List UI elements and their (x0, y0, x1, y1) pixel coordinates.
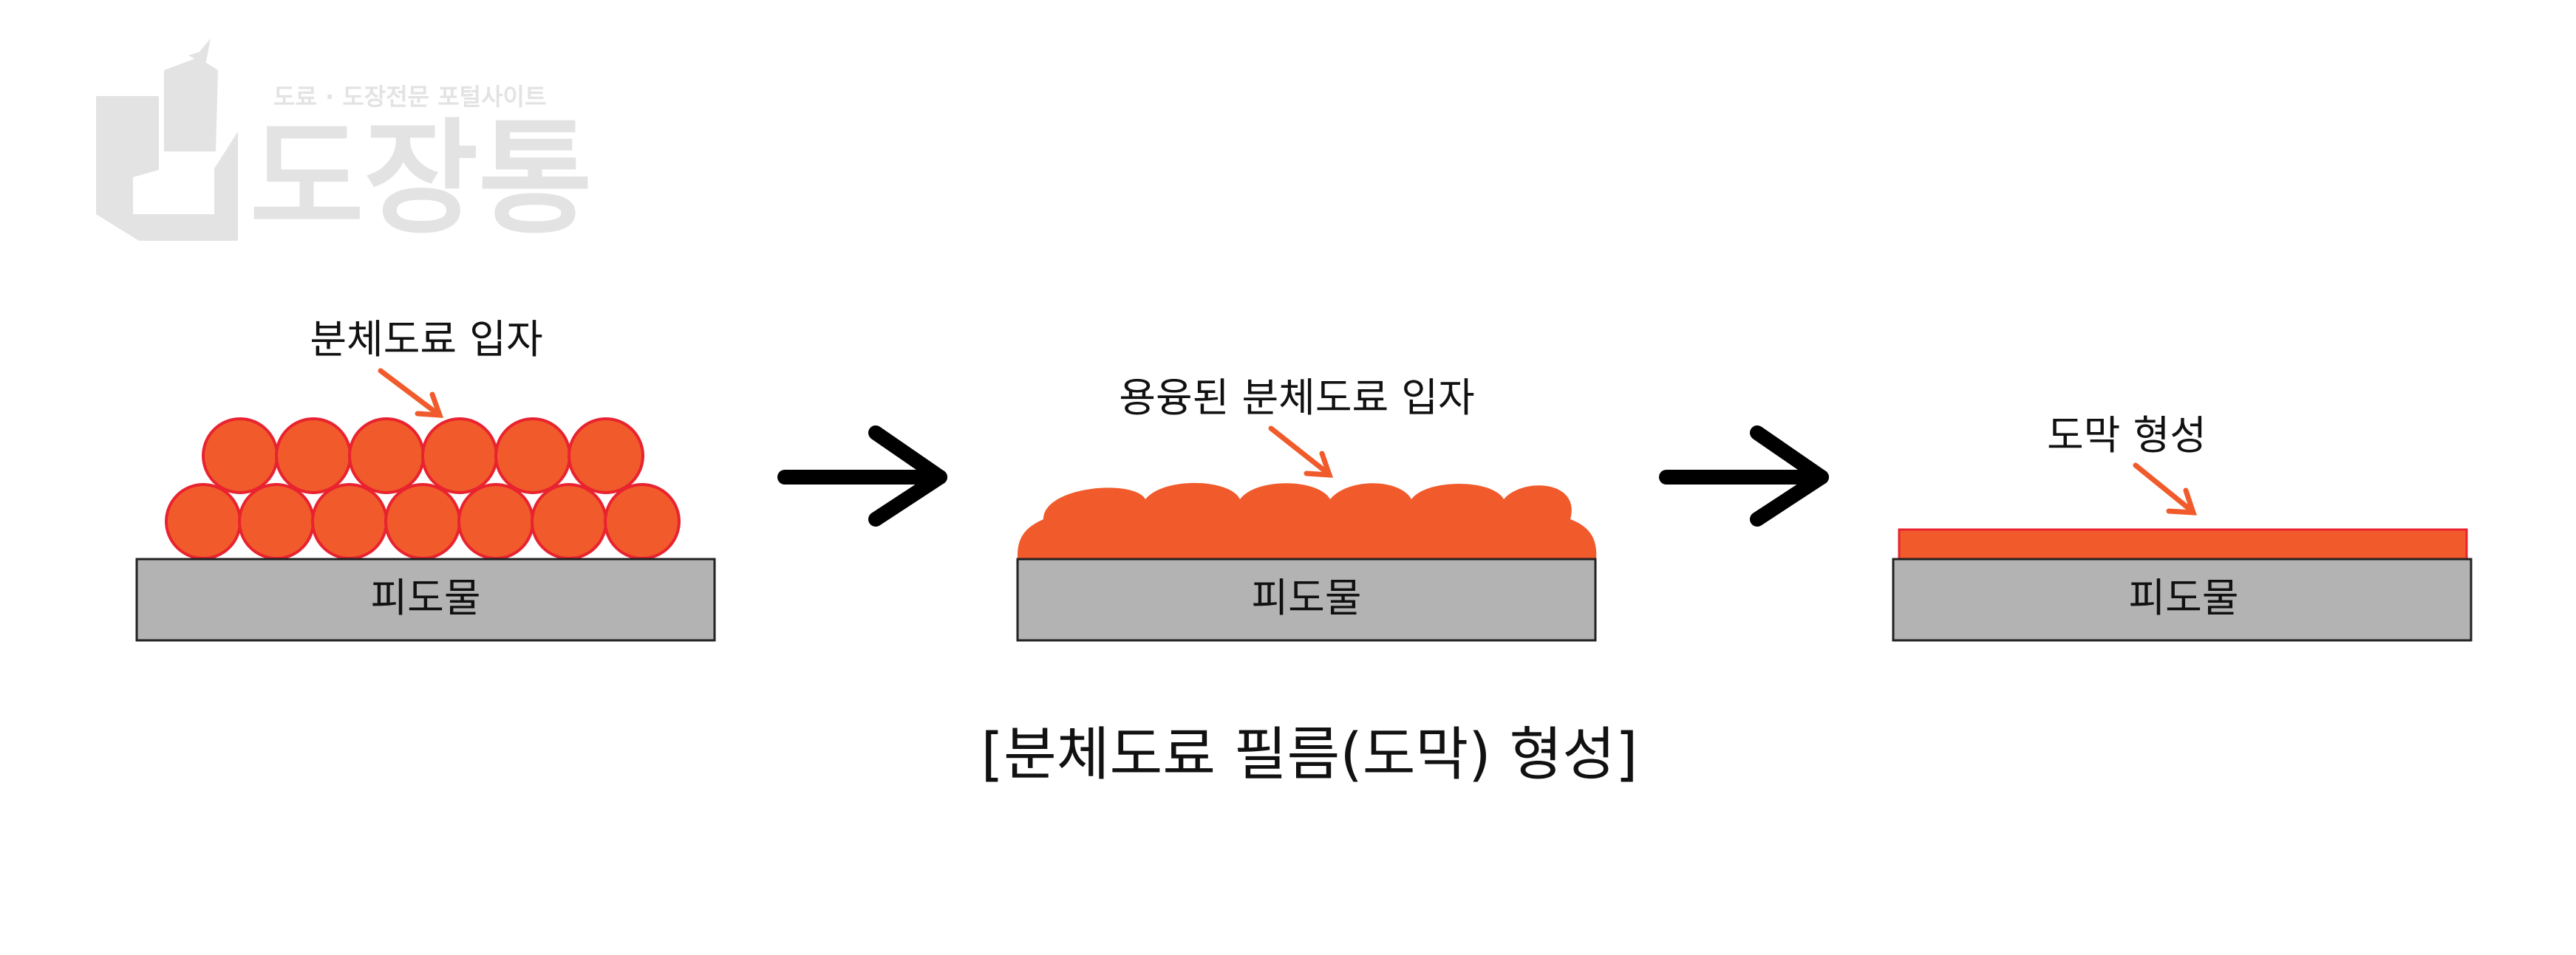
powder-particle (604, 483, 681, 560)
stage-3-substrate (1892, 558, 2473, 642)
stage-3-pointer-arrow (2133, 462, 2197, 516)
powder-particle (494, 417, 571, 494)
stage-1-pointer-arrow (378, 368, 444, 418)
stage-1-label: 분체도료 입자 (310, 316, 542, 363)
stage-1-substrate (135, 558, 716, 642)
stage-film-formed: 도막 형성 피도물 (1892, 412, 2473, 642)
watermark-tagline: 도료 · 도장전문 포털사이트 (273, 83, 546, 111)
powder-particle (165, 483, 242, 560)
powder-particle (531, 483, 607, 560)
powder-particle (348, 417, 425, 494)
stage-melted-particles: 용융된 분체도료 입자 피도물 (1016, 374, 1597, 642)
stage-1-substrate-label: 피도물 (370, 575, 480, 621)
powder-particle (275, 417, 352, 494)
coating-film-layer (1898, 528, 2468, 561)
stage-2-substrate (1016, 558, 1597, 642)
stage-2-pointer-arrow (1268, 425, 1334, 478)
stage-3-label: 도막 형성 (2047, 412, 2207, 459)
paintbrush-logo-icon (96, 38, 238, 241)
watermark-logo: 도료 · 도장전문 포털사이트 도장통 (96, 38, 593, 251)
powder-particle-row-top (202, 417, 644, 494)
process-arrow-right-icon (777, 425, 947, 527)
powder-particle (568, 417, 644, 494)
stage-powder-particles: 분체도료 입자 피도물 (135, 316, 716, 642)
powder-particle (384, 483, 461, 560)
powder-particle (457, 483, 534, 560)
stage-2-label: 용융된 분체도료 입자 (1119, 374, 1474, 421)
powder-particle (311, 483, 388, 560)
process-arrow-right-icon (1659, 425, 1829, 527)
stage-3-substrate-label: 피도물 (2128, 575, 2238, 621)
stage-2-substrate-label: 피도물 (1251, 575, 1361, 621)
powder-particle (202, 417, 279, 494)
melted-powder-layer (1017, 482, 1597, 559)
powder-particle (238, 483, 315, 560)
powder-particle (421, 417, 498, 494)
powder-particle-row-bottom (165, 483, 681, 560)
diagram-caption: [분체도료 필름(도막) 형성] (981, 722, 1638, 788)
watermark-brand: 도장통 (250, 106, 593, 251)
